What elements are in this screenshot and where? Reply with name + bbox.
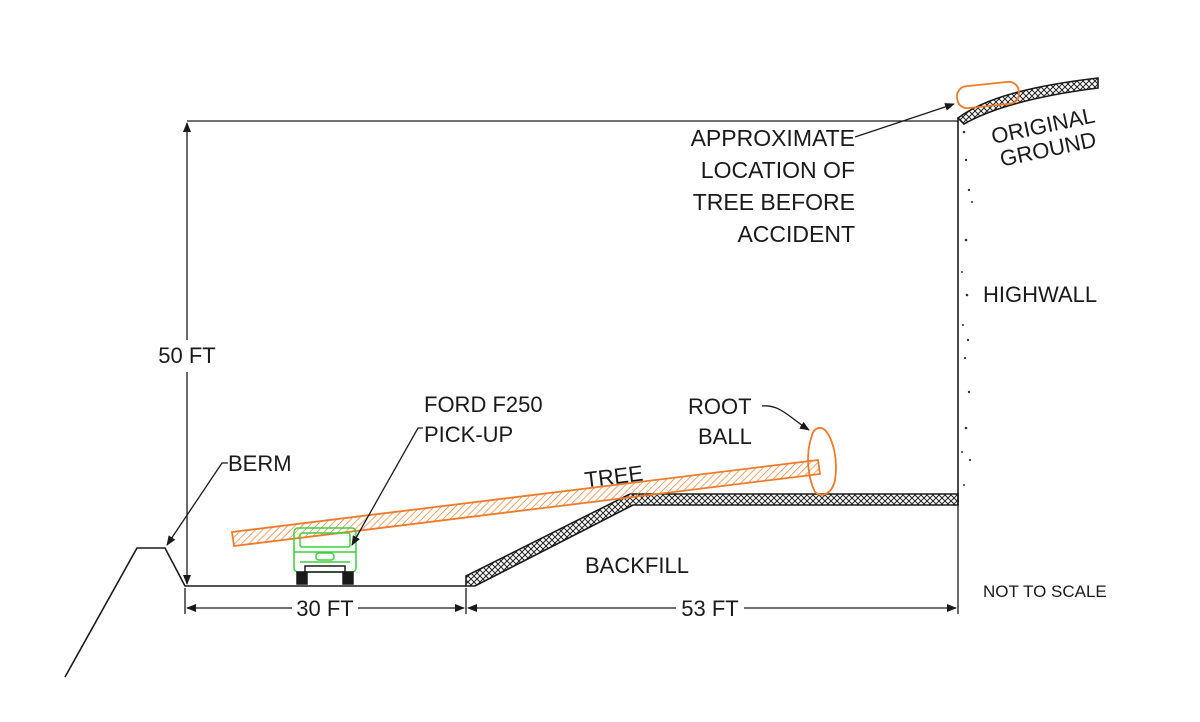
tree-original-location <box>956 80 1020 110</box>
pickup-truck <box>293 527 357 585</box>
width-dimension-left-label: 30 FT <box>296 596 353 621</box>
berm-label: BERM <box>228 451 292 476</box>
highwall-label: HIGHWALL <box>983 282 1097 307</box>
root-ball <box>807 427 837 496</box>
svg-text:LOCATION OF: LOCATION OF <box>701 157 855 183</box>
height-dimension-label: 50 FT <box>158 343 215 368</box>
root-ball-leader <box>761 405 810 431</box>
svg-text:APPROXIMATE: APPROXIMATE <box>691 125 855 151</box>
svg-text:TREE BEFORE: TREE BEFORE <box>693 189 855 215</box>
backfill-ramp <box>465 493 959 587</box>
truck-leader <box>351 427 423 546</box>
original-ground-label: ORIGINAL GROUND <box>989 103 1098 172</box>
backfill-label: BACKFILL <box>585 553 689 578</box>
svg-text:PICK-UP: PICK-UP <box>424 422 513 447</box>
approx-location-label: APPROXIMATE LOCATION OF TREE BEFORE ACCI… <box>691 125 855 247</box>
berm-outline <box>64 547 466 678</box>
highwall-texture <box>961 130 973 486</box>
svg-text:ROOT: ROOT <box>688 394 752 419</box>
not-to-scale-label: NOT TO SCALE <box>983 582 1107 601</box>
ground-profile <box>64 118 959 678</box>
approx-location-leader <box>854 103 955 138</box>
svg-text:ACCIDENT: ACCIDENT <box>737 221 855 247</box>
berm-leader <box>166 462 228 546</box>
svg-text:FORD F250: FORD F250 <box>424 392 543 417</box>
svg-text:BALL: BALL <box>698 424 752 449</box>
truck-label: FORD F250 PICK-UP <box>424 392 543 447</box>
root-ball-label: ROOT BALL <box>688 394 752 449</box>
leaders <box>166 103 955 546</box>
dimensions <box>183 120 959 614</box>
tree-trunk <box>230 458 822 548</box>
original-ground <box>956 77 1099 125</box>
width-dimension-right-label: 53 FT <box>681 596 738 621</box>
